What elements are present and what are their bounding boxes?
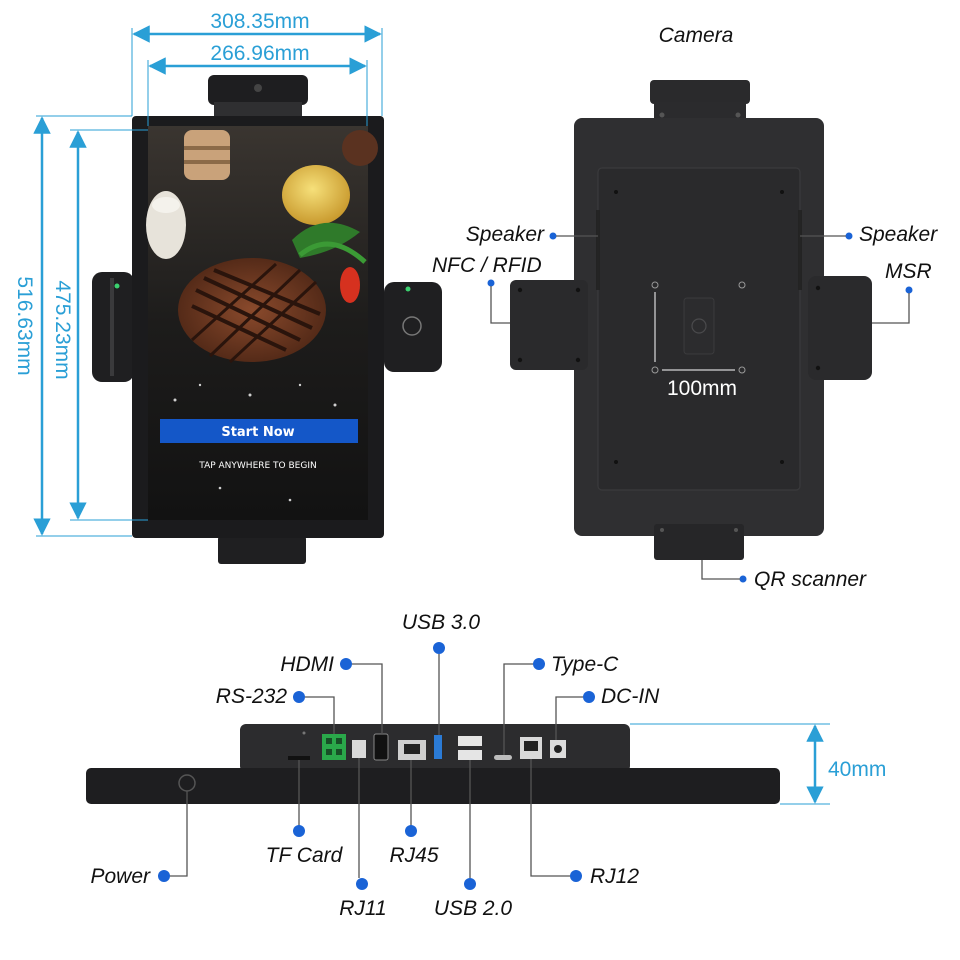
power-label: Power xyxy=(90,865,151,888)
front-nfc-module xyxy=(384,282,442,372)
ports-view: 40mm USB 3.0 HDMI Type-C RS-232 DC-IN TF… xyxy=(86,611,886,920)
front-qr-module xyxy=(218,536,306,564)
usb3-port xyxy=(434,735,442,759)
usb3-label: USB 3.0 xyxy=(402,611,481,634)
type-c-port xyxy=(494,755,512,760)
qr-label: QR scanner xyxy=(754,568,867,591)
outer-height-label: 516.63mm xyxy=(13,276,36,375)
back-qr-module xyxy=(654,524,744,560)
start-now-button[interactable] xyxy=(160,419,358,443)
tf-card-label: TF Card xyxy=(266,844,344,867)
food-photo xyxy=(146,130,378,502)
msr-label: MSR xyxy=(885,260,932,283)
tf-card-slot xyxy=(288,756,310,760)
speaker-left-label: Speaker xyxy=(466,223,545,246)
rj12-label: RJ12 xyxy=(590,865,639,888)
rs232-port xyxy=(322,734,346,760)
back-view: 100mm Camera Speaker Speaker NFC / RFID … xyxy=(432,24,938,591)
rj11-label: RJ11 xyxy=(339,897,386,920)
side-panel xyxy=(86,768,780,804)
back-msr-module xyxy=(808,276,872,380)
rs232-label: RS-232 xyxy=(216,685,288,708)
usb2-port-bottom xyxy=(458,750,482,760)
vesa-label: 100mm xyxy=(667,377,737,400)
usb2-label: USB 2.0 xyxy=(434,897,513,920)
start-now-label: Start Now xyxy=(221,425,294,440)
outer-width-label: 308.35mm xyxy=(210,10,309,33)
tap-hint: TAP ANYWHERE TO BEGIN xyxy=(198,461,316,471)
back-camera xyxy=(650,80,750,104)
camera-label: Camera xyxy=(659,24,734,47)
hdmi-port xyxy=(373,733,389,761)
nfc-label: NFC / RFID xyxy=(432,254,542,277)
screen-width-label: 266.96mm xyxy=(210,42,309,65)
rj45-label: RJ45 xyxy=(389,844,438,867)
usb2-port-top xyxy=(458,736,482,746)
type-c-label: Type-C xyxy=(551,653,619,676)
back-nfc-module xyxy=(510,280,588,370)
speaker-right-label: Speaker xyxy=(859,223,938,246)
screen-height-label: 475.23mm xyxy=(51,280,74,379)
hdmi-label: HDMI xyxy=(280,653,334,676)
depth-label: 40mm xyxy=(828,758,886,781)
front-view: Start Now TAP ANYWHERE TO BEGIN 308.35mm… xyxy=(13,10,442,564)
rj11-port xyxy=(352,740,366,758)
dc-in-label: DC-IN xyxy=(601,685,660,708)
